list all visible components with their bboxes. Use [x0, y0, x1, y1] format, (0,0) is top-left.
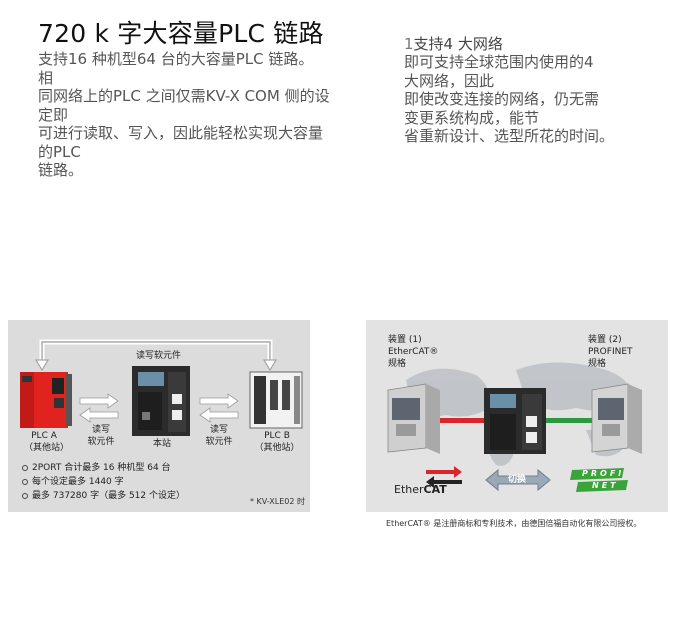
ethercat-logo: [426, 466, 462, 488]
device-2-spec: 规格: [588, 359, 607, 369]
plc-b-sub: （其他站）: [254, 443, 300, 453]
profinet-logo-b: NET: [592, 481, 619, 490]
spec-bullet: 2PORT 合计最多 16 种机型 64 台: [22, 462, 171, 474]
description-line: 即可支持全球范围内使用的4: [404, 53, 594, 71]
device-2-title: 装置 (2): [588, 335, 622, 345]
switch-arrow-icon: [485, 468, 551, 492]
plc-link-graphic: [20, 339, 303, 436]
bullet-icon: [22, 479, 28, 485]
ethercat-logo-a: Ether: [394, 483, 424, 496]
profinet-logo-a: PROFI: [582, 469, 625, 478]
rw-right-label: 读写 软元件: [202, 424, 236, 448]
rw-right-line2: 软元件: [205, 437, 233, 447]
rw-left-line1: 读写: [91, 425, 110, 435]
spec-text: 最多 737280 字（最多 512 个设定）: [32, 491, 185, 501]
spec-text: 2PORT 合计最多 16 种机型 64 台: [32, 463, 171, 473]
plc-b-label: PLC B （其他站）: [254, 430, 300, 454]
spec-text: 每个设定最多 1440 字: [32, 477, 124, 487]
profinet-logo: [570, 468, 628, 492]
spec-bullet: 最多 737280 字（最多 512 个设定）: [22, 490, 185, 502]
top-rw-label: 读写软元件: [136, 351, 182, 361]
feature-number: 1: [404, 35, 414, 53]
feature-description-plc-link: 支持16 种机型64 台的大容量PLC 链路。 相 同网络上的PLC 之间仅需K…: [38, 50, 388, 180]
plc-a-label: PLC A （其他站）: [24, 430, 70, 454]
switch-label: 切换: [508, 475, 527, 485]
plc-link-diagram: 读写软元件 PLC A （其他站） 读写 软元件 本站 读写 软元件 PLC B…: [8, 320, 310, 512]
feature-description-networks: 即可支持全球范围内使用的4 大网络，因此 即使改变连接的网络，仍无需 变更系统构…: [404, 53, 674, 146]
description-line: 的PLC: [38, 142, 81, 161]
plc-a-name: PLC A: [31, 431, 57, 441]
description-line: 省重新设计、选型所花的时间。: [404, 127, 615, 145]
network-graphic: [387, 362, 642, 492]
device-1-label: 装置 (1) EtherCAT® 规格: [388, 334, 438, 370]
bidirectional-arrow-left: [79, 393, 119, 423]
bidirectional-arrow-right: [199, 393, 239, 423]
controller-device: [484, 388, 546, 454]
feature-title-text: 支持4 大网络: [413, 35, 503, 53]
description-line: 大网络，因此: [404, 71, 495, 90]
device-1-machine: [387, 383, 440, 454]
rw-left-label: 读写 软元件: [84, 424, 118, 448]
model-footnote: * KV-XLE02 时: [250, 497, 305, 506]
description-line: 链路。: [38, 161, 84, 179]
feature-title-plc-link: 720 k 字大容量PLC 链路: [38, 19, 324, 48]
description-line: 定即: [38, 105, 69, 124]
main-station-label: 本站: [152, 439, 171, 449]
ethercat-logo-text: EtherCAT: [394, 484, 447, 496]
profinet-link-line: [544, 418, 592, 423]
ethercat-logo-b: CAT: [423, 483, 447, 496]
device-2-network: PROFINET: [588, 347, 633, 357]
description-line: 可进行读取、写入，因此能轻松实现大容量: [38, 124, 324, 142]
plc-a-device: [20, 372, 72, 428]
description-line: 相: [38, 68, 54, 87]
network-switch-diagram: 装置 (1) EtherCAT® 规格 装置 (2) PROFINET 规格 E…: [366, 320, 668, 512]
plc-b-device: [249, 371, 303, 429]
description-line: 同网络上的PLC 之间仅需KV-X COM 侧的设: [38, 87, 330, 105]
bullet-icon: [22, 465, 28, 471]
device-1-title: 装置 (1): [388, 335, 422, 345]
description-line: 变更系统构成，能节: [404, 108, 540, 127]
rw-right-line1: 读写: [209, 425, 228, 435]
feature-title-networks: 1支持4 大网络: [404, 33, 503, 54]
plc-a-sub: （其他站）: [24, 443, 70, 453]
bullet-icon: [22, 493, 28, 499]
description-line: 支持16 种机型64 台的大容量PLC 链路。: [38, 50, 314, 68]
device-1-spec: 规格: [388, 359, 407, 369]
main-station-device: [132, 366, 190, 436]
spec-bullet: 每个设定最多 1440 字: [22, 476, 124, 488]
device-2-label: 装置 (2) PROFINET 规格: [588, 334, 633, 370]
rw-left-line2: 软元件: [87, 437, 115, 447]
ethercat-link-line: [440, 418, 486, 423]
plc-b-name: PLC B: [264, 431, 290, 441]
trademark-caption: EtherCAT® 是注册商标和专利技术，由德国倍福自动化有限公司授权。: [386, 519, 642, 528]
device-2-machine: [591, 383, 642, 454]
description-line: 即使改变连接的网络，仍无需: [404, 90, 600, 108]
device-1-network: EtherCAT®: [388, 347, 439, 357]
